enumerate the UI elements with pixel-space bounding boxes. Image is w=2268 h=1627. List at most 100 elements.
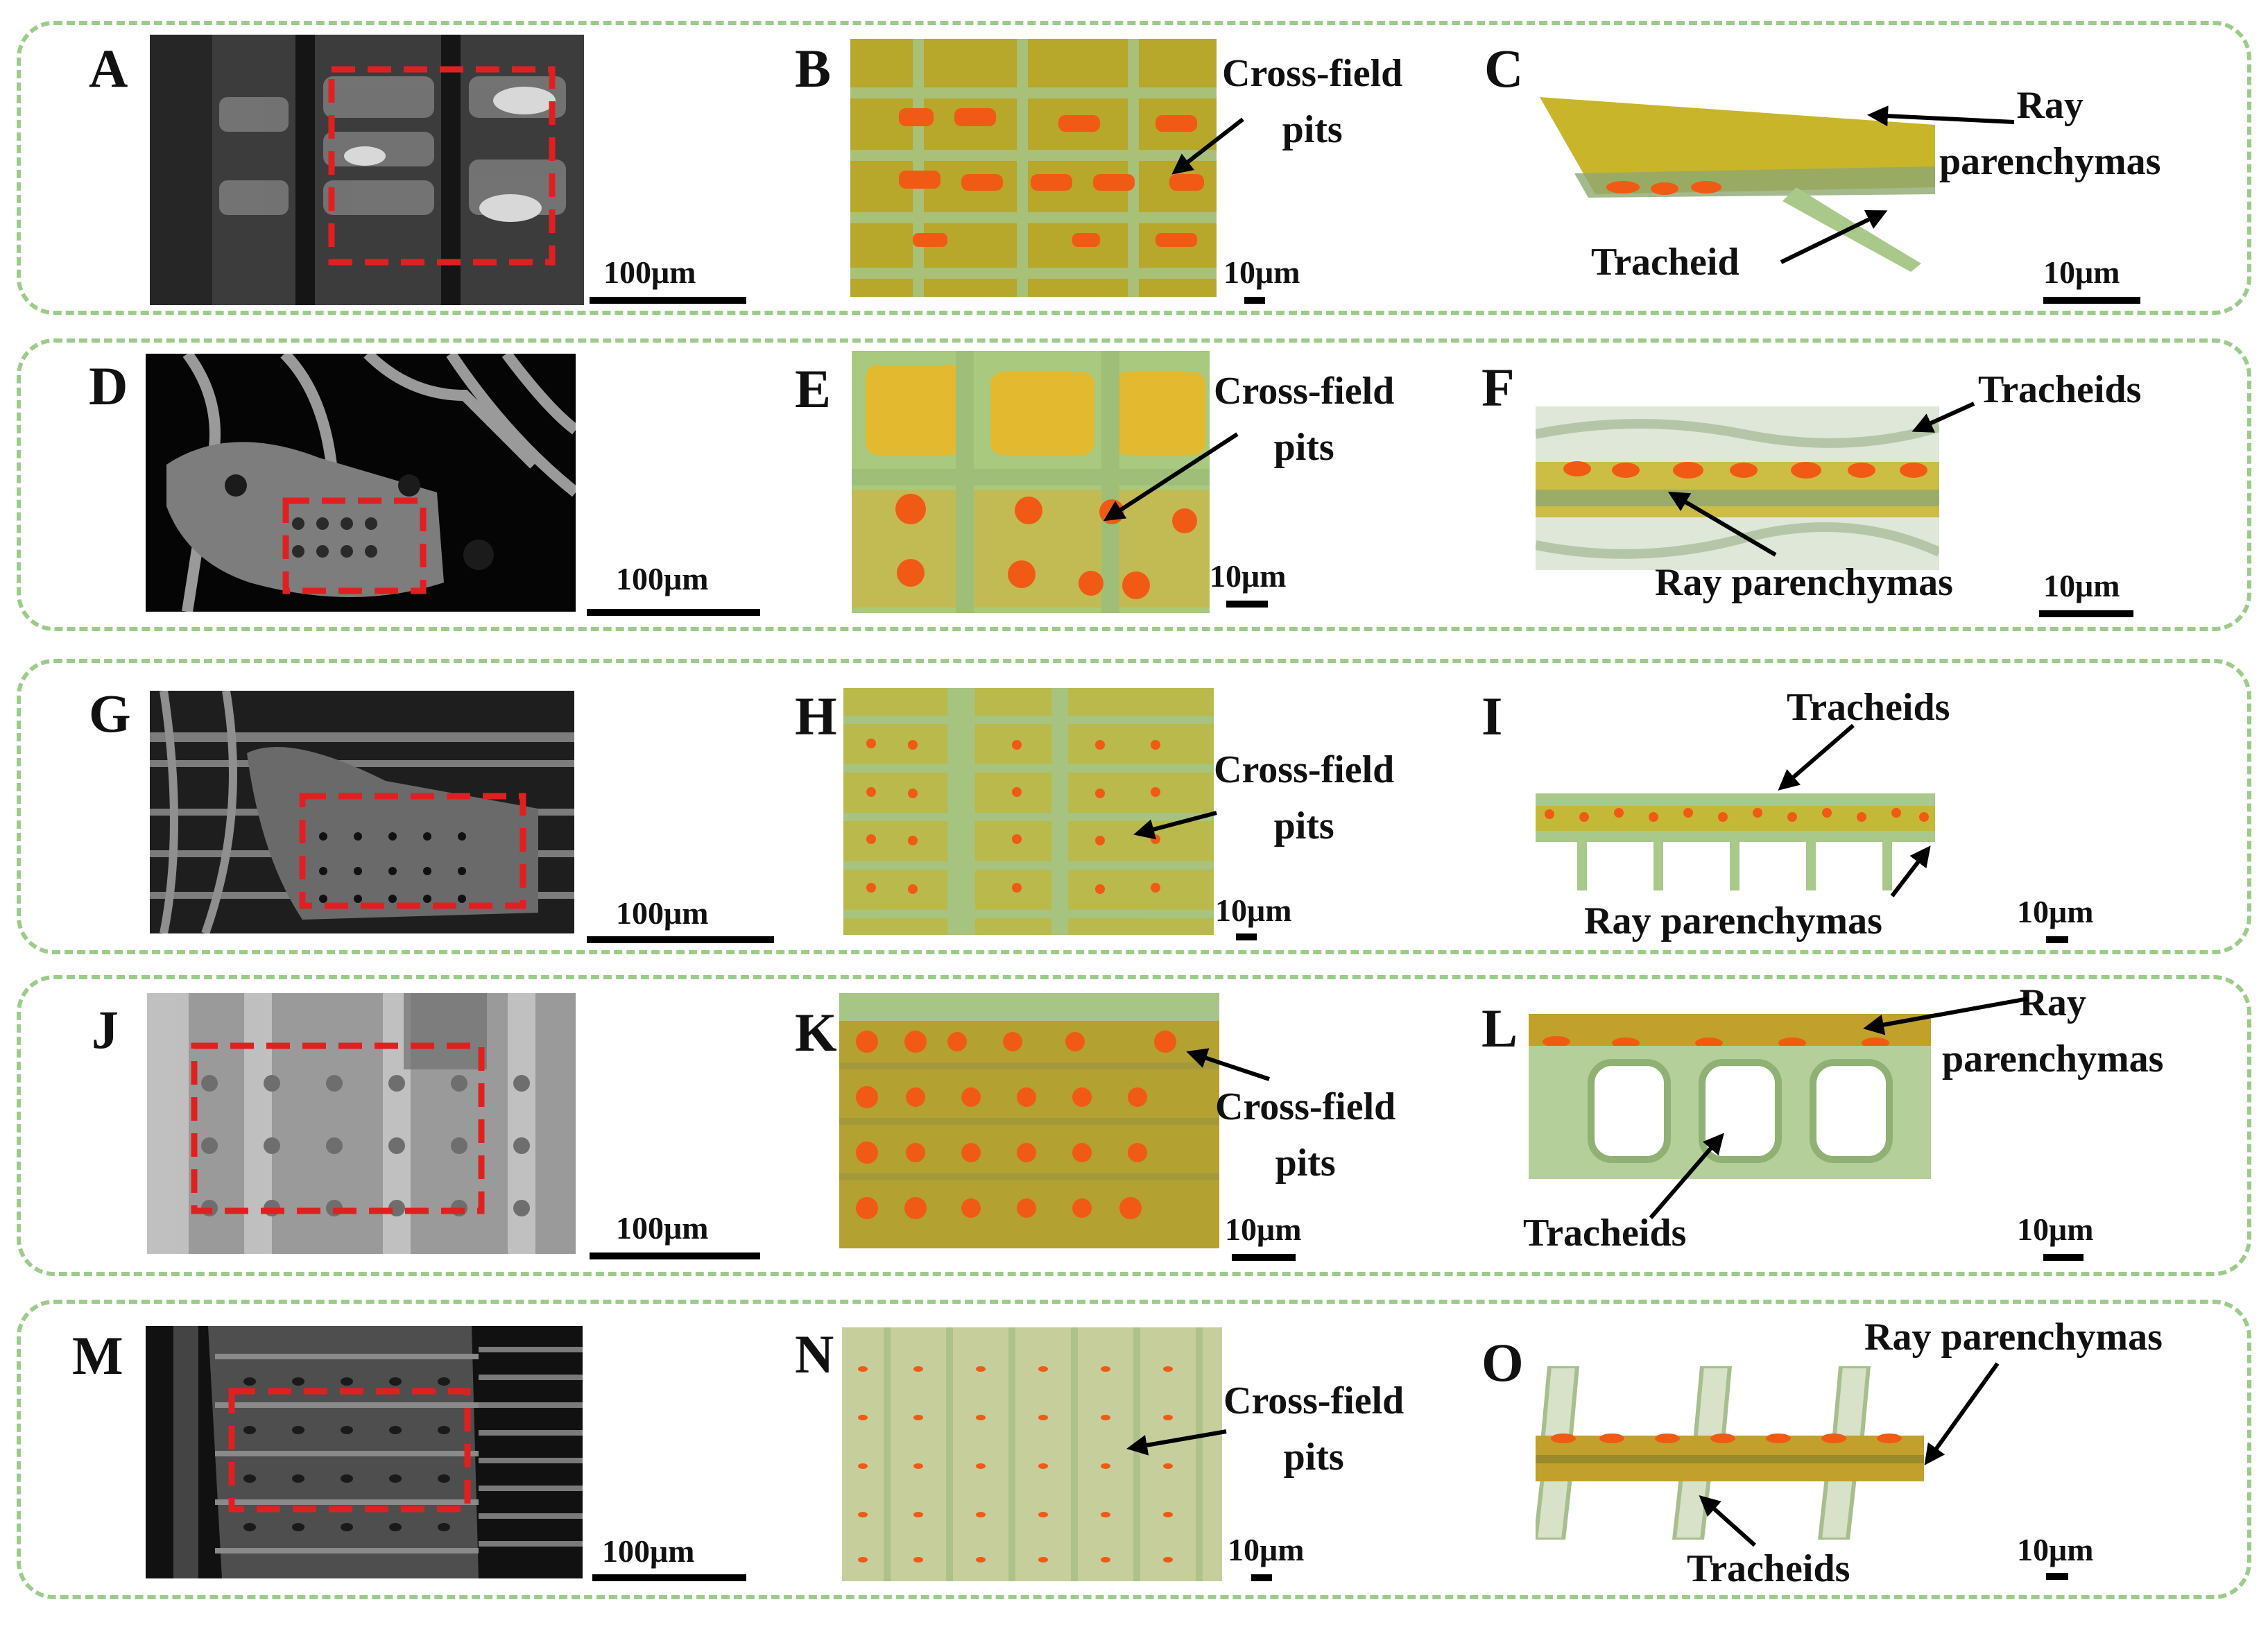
micrograph-d — [146, 354, 576, 612]
annotation-ray-parenchymas-i: Ray parenchymas — [1584, 893, 1882, 949]
annotation-tracheids-o: Tracheids — [1687, 1541, 1850, 1597]
annotation-line-1: Ray parenchymas — [1655, 561, 1953, 604]
row-frame-1 — [17, 21, 2251, 315]
annotation-line-2: pits — [1273, 804, 1334, 848]
micrograph-a — [150, 35, 584, 305]
row-frame-4 — [17, 975, 2251, 1276]
annotation-line-1: Ray — [2016, 84, 2084, 127]
scale-bar-c — [2043, 297, 2140, 304]
panel-letter-e: E — [795, 359, 832, 419]
scale-bar-i — [2046, 936, 2068, 943]
scale-label-i: 10μm — [2017, 894, 2094, 929]
scale-label-d: 100μm — [616, 561, 709, 596]
panel-letter-a: A — [89, 38, 128, 98]
render-b — [850, 39, 1217, 297]
panel-letter-b: B — [795, 38, 832, 98]
annotation-line-1: Cross-field — [1223, 1379, 1404, 1422]
panel-letter-l: L — [1481, 998, 1518, 1058]
render-l — [1529, 1014, 1931, 1179]
panel-letter-j: J — [92, 999, 119, 1060]
annotation-line-2: parenchymas — [1942, 1038, 2164, 1081]
render-k — [839, 993, 1219, 1248]
render-n — [842, 1327, 1222, 1581]
row-frame-5 — [17, 1300, 2251, 1599]
render-f — [1536, 406, 1939, 570]
scale-bar-o — [2046, 1573, 2068, 1580]
render-e — [852, 351, 1210, 613]
panel-letter-g: G — [89, 683, 131, 743]
annotation-line-2: pits — [1282, 108, 1343, 152]
row-frame-3 — [17, 659, 2251, 954]
scale-bar-f — [2039, 610, 2133, 617]
panel-letter-h: H — [795, 686, 837, 746]
panel-letter-m: M — [72, 1325, 123, 1386]
scale-bar-j — [590, 1252, 760, 1259]
scale-label-c: 10μm — [2043, 255, 2120, 290]
render-o — [1536, 1366, 1938, 1540]
annotation-line-1: Tracheids — [1523, 1212, 1687, 1255]
render-h — [843, 688, 1214, 935]
scale-label-h: 10μm — [1215, 893, 1292, 928]
annotation-line-2: pits — [1275, 1142, 1336, 1185]
scale-bar-l — [2043, 1254, 2084, 1261]
annotation-line-1: Tracheids — [1687, 1547, 1850, 1590]
panel-letter-i: I — [1481, 686, 1503, 746]
annotation-cross-field-pits-b: Cross-field pits — [1222, 46, 1402, 158]
annotation-line-1: Cross-field — [1222, 52, 1403, 95]
annotation-ray-parenchymas-o: Ray parenchymas — [1864, 1309, 2163, 1366]
row-frame-2 — [17, 338, 2251, 631]
panel-letter-k: K — [795, 1002, 837, 1062]
annotation-line-1: Ray parenchymas — [1584, 899, 1882, 942]
annotation-line-1: Cross-field — [1215, 1085, 1396, 1128]
scale-bar-e — [1226, 601, 1268, 608]
micrograph-m — [146, 1326, 583, 1578]
scale-bar-g — [587, 936, 774, 943]
annotation-ray-parenchymas-l: Ray parenchymas — [1942, 975, 2163, 1087]
scale-label-n: 10μm — [1228, 1532, 1305, 1567]
scale-label-k: 10μm — [1225, 1212, 1302, 1247]
scale-bar-h — [1236, 933, 1257, 940]
annotation-line-1: Ray parenchymas — [1864, 1316, 2163, 1359]
annotation-cross-field-pits-n: Cross-field pits — [1223, 1373, 1404, 1486]
annotation-cross-field-pits-k: Cross-field pits — [1215, 1079, 1395, 1191]
annotation-line-2: pits — [1273, 426, 1334, 470]
panel-letter-o: O — [1481, 1332, 1524, 1393]
annotation-cross-field-pits-h: Cross-field pits — [1214, 742, 1394, 854]
scale-label-b: 10μm — [1223, 255, 1300, 290]
panel-letter-d: D — [89, 356, 128, 416]
micrograph-j — [147, 993, 576, 1254]
annotation-cross-field-pits-e: Cross-field pits — [1214, 363, 1394, 476]
annotation-line-1: Cross-field — [1214, 370, 1395, 413]
annotation-tracheids-i: Tracheids — [1787, 680, 1950, 736]
scale-bar-n — [1251, 1574, 1272, 1581]
annotation-tracheids-l: Tracheids — [1523, 1205, 1686, 1262]
scale-bar-b — [1244, 297, 1265, 304]
scale-label-j: 100μm — [616, 1210, 709, 1246]
scale-label-m: 100μm — [602, 1533, 695, 1569]
scale-label-e: 10μm — [1210, 558, 1287, 594]
panel-letter-c: C — [1484, 38, 1524, 98]
render-i — [1536, 793, 1935, 892]
annotation-line-1: Tracheid — [1591, 241, 1739, 284]
scale-bar-m — [592, 1574, 746, 1581]
panel-letter-n: N — [795, 1324, 834, 1384]
annotation-line-2: parenchymas — [1939, 140, 2161, 184]
scale-bar-a — [590, 297, 746, 304]
scale-label-f: 10μm — [2043, 568, 2120, 603]
annotation-ray-parenchymas-c: Ray parenchymas — [1939, 78, 2160, 190]
scale-bar-d — [587, 609, 760, 616]
panel-letter-f: F — [1481, 357, 1515, 417]
annotation-ray-parenchymas-f: Ray parenchymas — [1655, 555, 1953, 611]
scale-label-a: 100μm — [603, 255, 696, 290]
micrograph-g — [150, 691, 574, 933]
scale-label-g: 100μm — [616, 895, 709, 931]
scale-bar-k — [1232, 1254, 1296, 1261]
scale-label-o: 10μm — [2017, 1532, 2094, 1567]
annotation-line-1: Ray — [2019, 981, 2086, 1024]
scale-label-l: 10μm — [2017, 1212, 2094, 1247]
annotation-tracheid-c: Tracheid — [1591, 234, 1739, 291]
annotation-line-1: Tracheids — [1978, 368, 2142, 411]
annotation-line-2: pits — [1283, 1436, 1344, 1479]
annotation-tracheids-f: Tracheids — [1978, 362, 2141, 418]
annotation-line-1: Tracheids — [1787, 686, 1950, 729]
